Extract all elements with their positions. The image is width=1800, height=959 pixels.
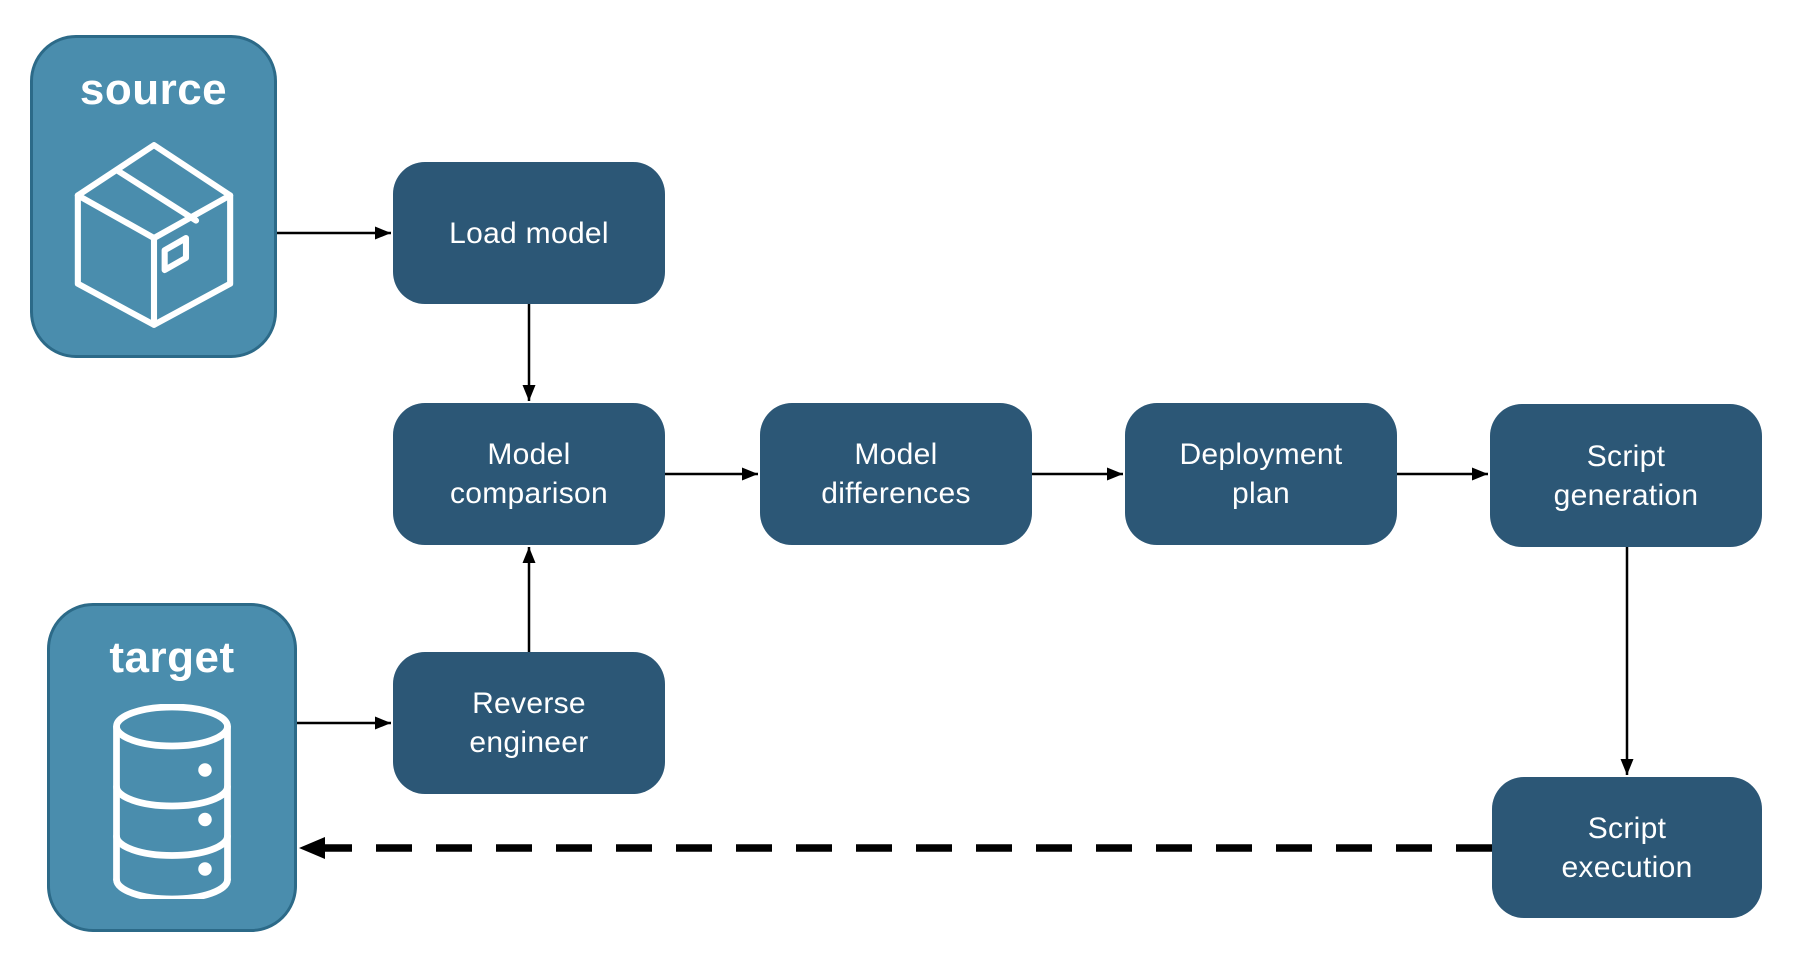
- node-reverse-engineer: Reverse engineer: [393, 652, 665, 794]
- node-model-differences: Model differences: [760, 403, 1032, 545]
- reverse-engineer-label: Reverse engineer: [469, 687, 589, 759]
- node-model-comparison: Model comparison: [393, 403, 665, 545]
- node-target: target: [47, 603, 297, 932]
- model-differences-label: Model differences: [821, 438, 971, 510]
- node-source: source: [30, 35, 277, 358]
- load-model-label: Load model: [449, 216, 609, 250]
- target-label: target: [109, 633, 235, 682]
- script-generation-label: Script generation: [1553, 439, 1699, 512]
- package-icon: [74, 142, 233, 328]
- source-label: source: [79, 65, 228, 114]
- node-script-execution: Script execution: [1492, 777, 1762, 918]
- script-execution-label: Script execution: [1561, 811, 1693, 884]
- node-load-model: Load model: [393, 162, 665, 304]
- deployment-plan-label: Deployment plan: [1179, 438, 1343, 510]
- database-icon: [113, 704, 231, 899]
- model-comparison-label: Model comparison: [449, 438, 609, 510]
- node-script-generation: Script generation: [1490, 404, 1762, 547]
- node-deployment-plan: Deployment plan: [1125, 403, 1397, 545]
